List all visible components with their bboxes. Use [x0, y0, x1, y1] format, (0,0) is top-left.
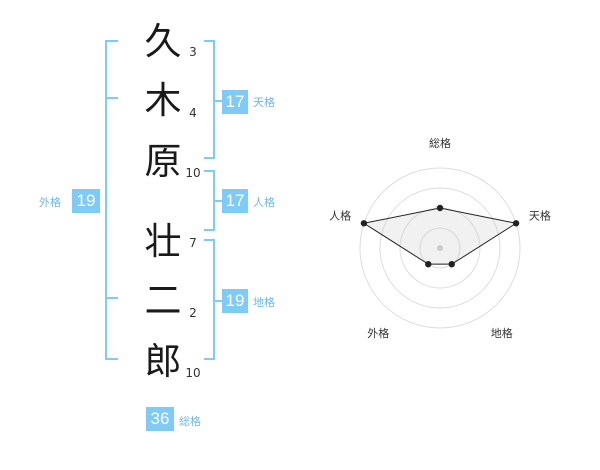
name-char-6: 郎	[144, 340, 182, 383]
radar-axis-label-1: 総格	[429, 136, 451, 150]
name-char-1: 久	[144, 20, 182, 63]
radar-data-polygon	[362, 207, 518, 265]
jinkaku-value: 17	[222, 189, 248, 213]
soukaku-value: 36	[146, 407, 174, 431]
tenkaku-label: 天格	[253, 96, 275, 109]
radar-point-5	[360, 220, 368, 227]
name-char-4: 壮	[144, 220, 182, 263]
stroke-count-2: 4	[189, 106, 197, 120]
name-char-2: 木	[144, 79, 182, 122]
radar-axis-label-3: 地格	[491, 326, 513, 340]
gaikaku-label: 外格	[39, 196, 61, 209]
stroke-count-3: 10	[185, 166, 201, 180]
radar-axis-label-2: 天格	[529, 209, 551, 223]
radar-point-1	[436, 204, 444, 212]
tenkaku-bracket	[204, 40, 222, 159]
gaikaku-value: 19	[72, 189, 100, 213]
radar-grid-ring	[359, 167, 521, 329]
radar-point-3	[448, 260, 455, 268]
radar-grid-ring	[379, 187, 501, 309]
jinkaku-bracket	[204, 170, 222, 231]
stroke-count-6: 10	[185, 366, 201, 380]
gaikaku-bracket	[105, 40, 118, 360]
radar-axis-label-4: 外格	[367, 326, 389, 340]
stroke-count-4: 7	[189, 236, 197, 250]
name-char-3: 原	[144, 140, 182, 183]
radar-point-2	[512, 220, 520, 227]
stroke-count-1: 3	[189, 45, 197, 59]
chikaku-value: 19	[222, 289, 248, 313]
radar-point-4	[425, 260, 432, 268]
name-char-5: 二	[144, 279, 182, 322]
stroke-count-5: 2	[189, 306, 197, 320]
chikaku-label: 地格	[253, 296, 275, 309]
radar-axis-label-5: 人格	[329, 209, 351, 223]
soukaku-label: 総格	[179, 415, 201, 428]
radar-grid-ring	[419, 227, 461, 269]
tenkaku-value: 17	[222, 90, 248, 114]
jinkaku-label: 人格	[253, 196, 275, 209]
radar-center-dot	[437, 245, 443, 251]
chikaku-bracket	[204, 239, 222, 360]
